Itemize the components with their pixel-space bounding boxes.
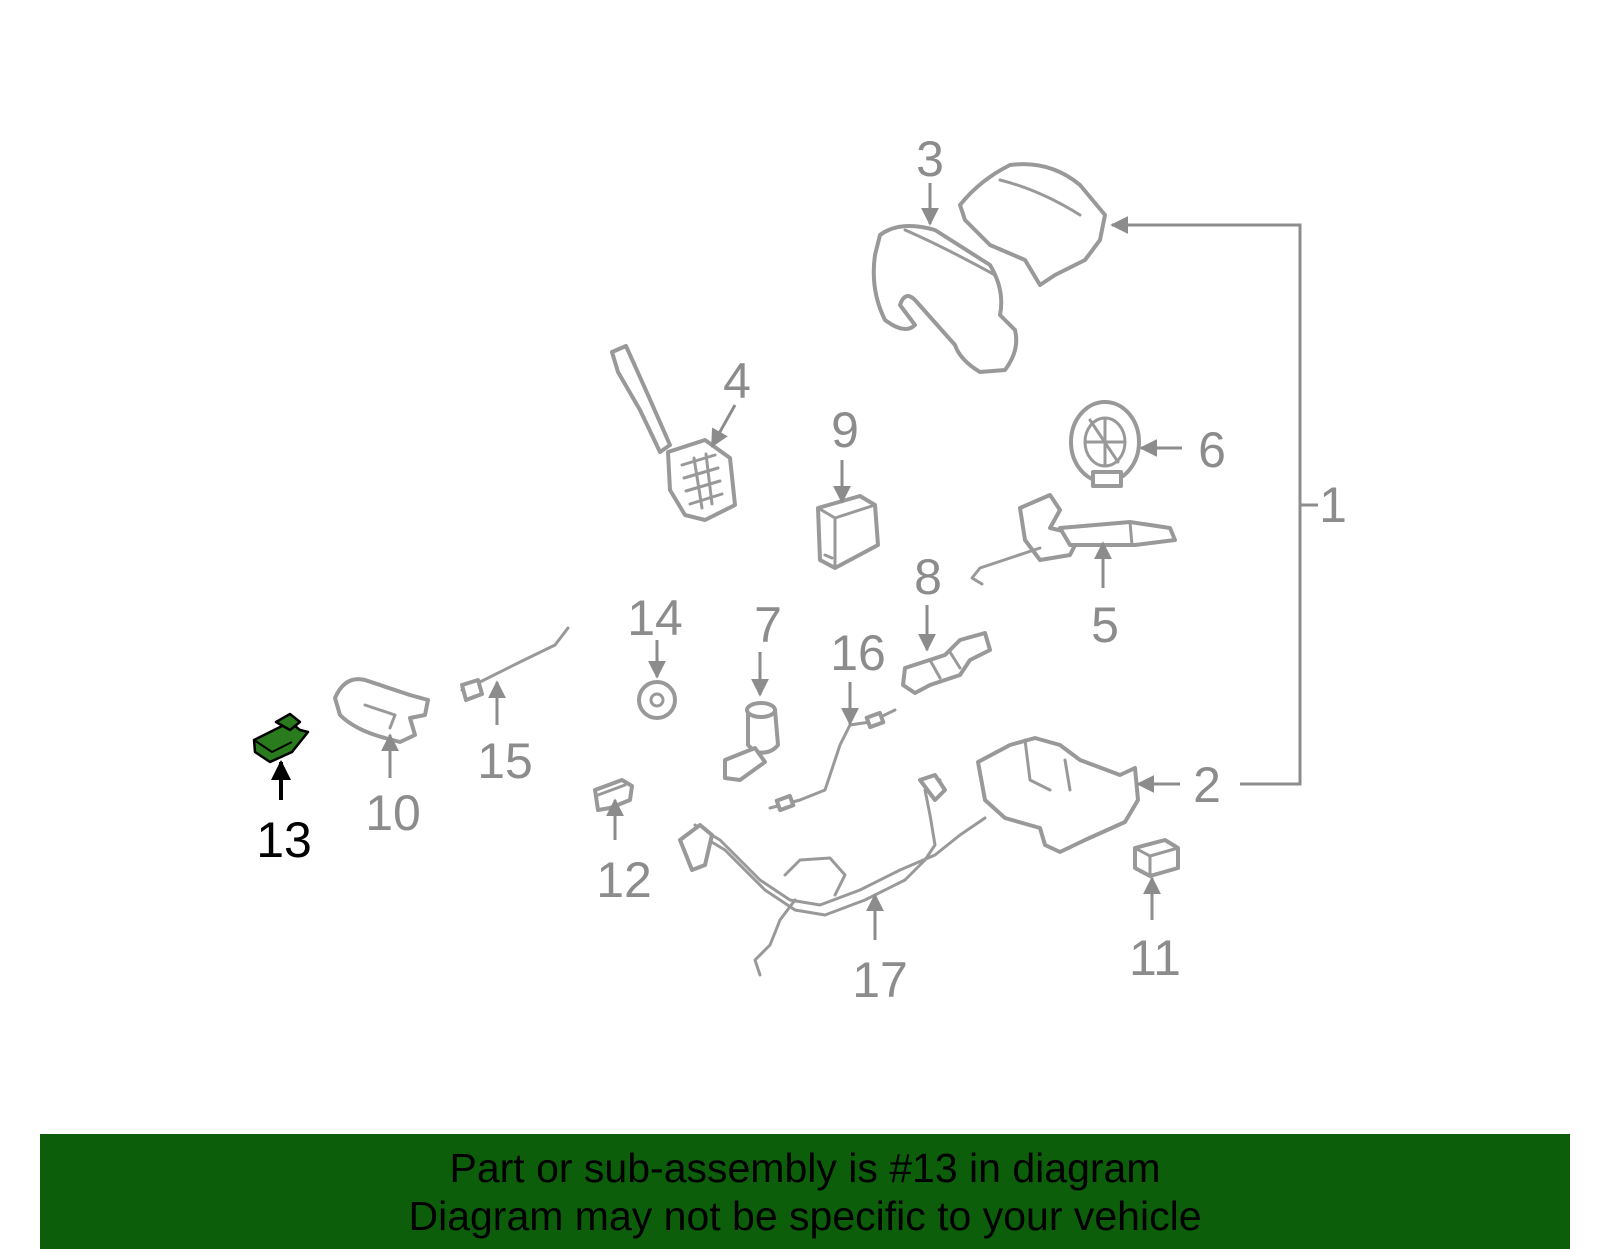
label-part-17: 17 [852,952,908,1008]
part-7-actuator[interactable] [723,701,780,782]
part-3-column-cover[interactable] [871,162,1107,374]
part-5-wiper-switch[interactable] [970,493,1177,586]
label-part-12: 12 [596,852,652,908]
label-part-1: 1 [1319,477,1347,533]
part-16-cable[interactable] [768,708,897,813]
label-part-3: 3 [916,131,944,187]
part-6-clock-spring[interactable] [1069,400,1141,488]
info-banner: Part or sub-assembly is #13 in diagram D… [40,1134,1570,1249]
label-part-13: 13 [256,812,312,868]
label-part-16: 16 [830,625,886,681]
leader-lines [271,183,1318,940]
parts-diagram: 1 2 3 4 5 6 7 8 9 10 11 12 13 14 15 16 1… [252,131,1347,1008]
part-9-module[interactable] [816,494,880,570]
label-part-8: 8 [914,549,942,605]
label-part-4: 4 [723,353,751,409]
part-11-relay[interactable] [1133,838,1180,878]
part-2-lower-cover[interactable] [976,736,1140,854]
label-part-10: 10 [365,785,421,841]
label-part-15: 15 [477,733,533,789]
part-17-wiring-harness[interactable] [678,773,987,977]
label-part-5: 5 [1091,597,1119,653]
label-part-9: 9 [831,402,859,458]
part-4-combination-switch[interactable] [610,344,737,522]
part-15-cable[interactable] [460,626,570,702]
label-part-7: 7 [754,597,782,653]
part-14-grommet[interactable] [637,680,677,720]
label-part-2: 2 [1193,757,1221,813]
label-part-14: 14 [627,590,683,646]
label-part-6: 6 [1198,422,1226,478]
part-10-ignition-lock[interactable] [333,677,430,744]
banner-line-disclaimer: Diagram may not be specific to your vehi… [408,1193,1202,1239]
banner-line-part-info: Part or sub-assembly is #13 in diagram [449,1145,1161,1191]
label-part-11: 11 [1129,930,1181,986]
part-8-switch[interactable] [901,631,992,695]
part-13-highlighted[interactable] [252,712,310,764]
